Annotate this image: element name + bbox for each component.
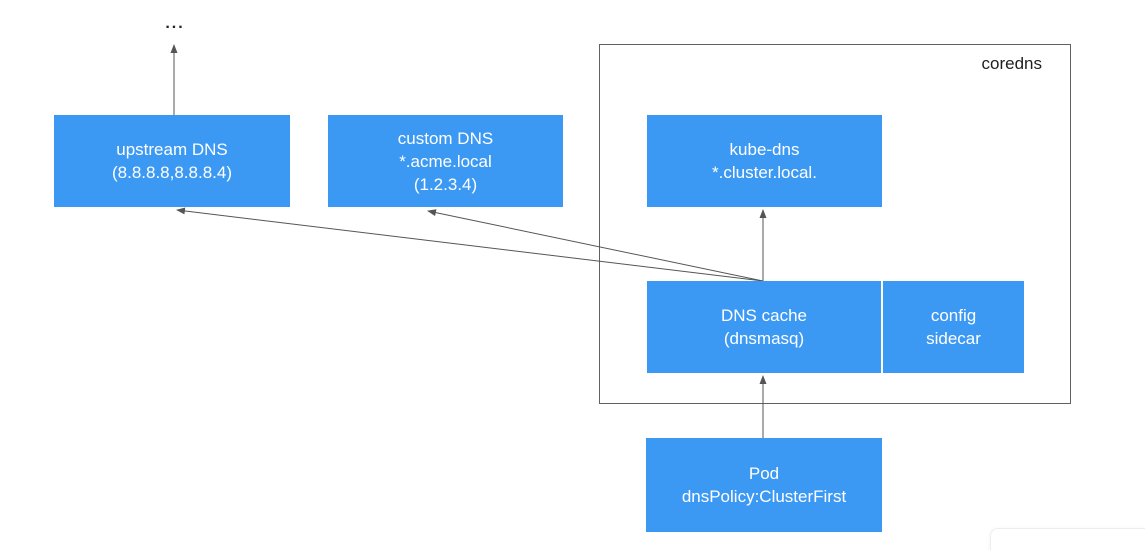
node-custom-dns-line1: custom DNS bbox=[397, 128, 494, 148]
node-upstream-dns-line1: upstream DNS bbox=[116, 140, 228, 159]
node-kube-dns-line2: *.cluster.local. bbox=[712, 163, 817, 182]
node-pod-line1: Pod bbox=[748, 464, 780, 483]
node-config-sidecar-line2: sidecar bbox=[926, 329, 981, 348]
background-card bbox=[990, 528, 1145, 550]
coredns-container-label: coredns bbox=[981, 54, 1042, 73]
node-upstream-dns-line2: (8.8.8.8,8.8.8.4) bbox=[111, 163, 233, 182]
node-dns-cache-line2: (dnsmasq) bbox=[723, 329, 805, 348]
arrow-dnscache-to-upstream bbox=[176, 207, 764, 282]
node-dns-cache: DNS cache (dnsmasq) bbox=[647, 281, 881, 373]
node-config-sidecar: config sidecar bbox=[883, 281, 1024, 373]
node-custom-dns-line3: (1.2.3.4) bbox=[413, 174, 478, 194]
node-kube-dns-line1: kube-dns bbox=[729, 140, 800, 159]
node-kube-dns: kube-dns *.cluster.local. bbox=[647, 115, 882, 207]
node-upstream-dns: upstream DNS (8.8.8.8,8.8.8.4) bbox=[54, 115, 290, 207]
coredns-container: coredns bbox=[599, 44, 1071, 404]
node-pod-line2: dnsPolicy:ClusterFirst bbox=[681, 487, 847, 506]
node-custom-dns-line2: *.acme.local bbox=[399, 151, 492, 171]
node-pod: Pod dnsPolicy:ClusterFirst bbox=[646, 438, 882, 532]
node-config-sidecar-line1: config bbox=[930, 306, 977, 325]
node-dns-cache-line1: DNS cache bbox=[721, 306, 807, 325]
ellipsis-label: ... bbox=[165, 15, 185, 32]
node-custom-dns: custom DNS *.acme.local (1.2.3.4) bbox=[328, 115, 563, 207]
arrow-dnscache-to-customdns bbox=[427, 209, 764, 282]
